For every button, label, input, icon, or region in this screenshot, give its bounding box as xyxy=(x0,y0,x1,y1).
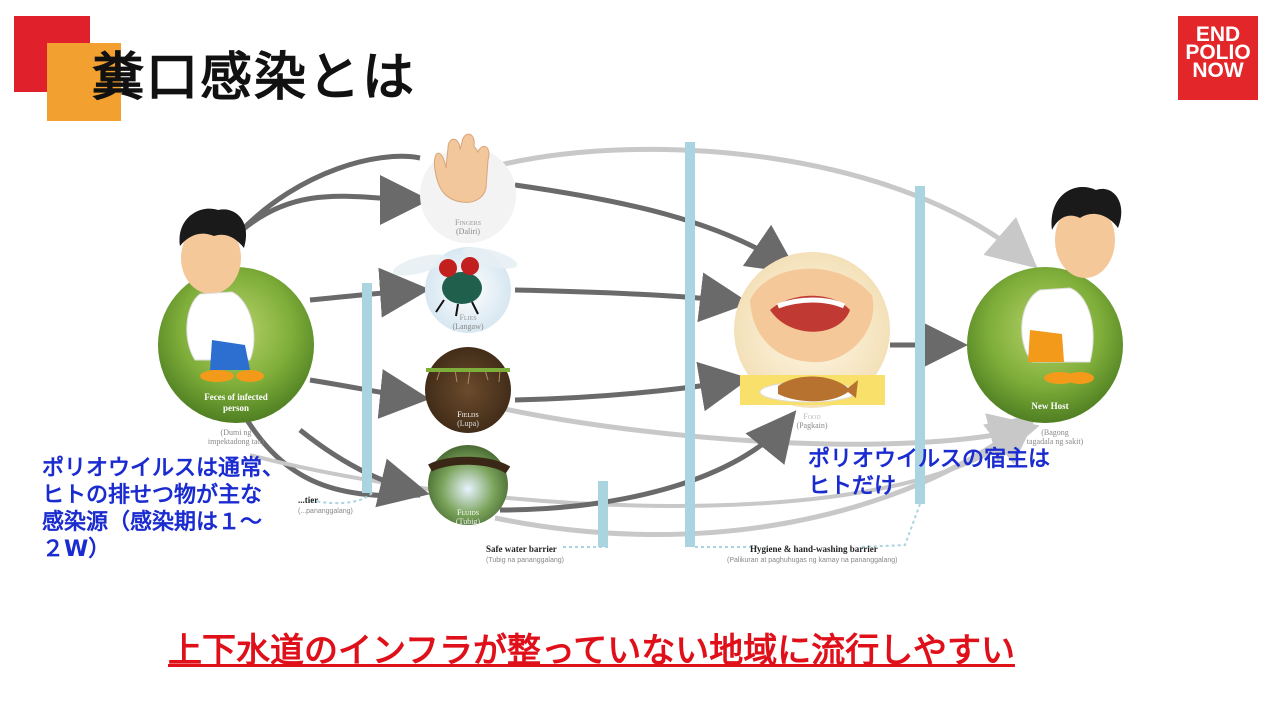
callout-right-line-1: ポリオウイルスの宿主は xyxy=(808,447,1051,472)
title-accent-orange xyxy=(47,43,121,121)
callout-left-line-1: ポリオウイルスは通常、 xyxy=(42,456,285,481)
boy-illustration-right xyxy=(1021,187,1122,384)
mouth-illustration xyxy=(750,268,874,363)
safe-water-barrier-label: Safe water barrier xyxy=(486,544,557,554)
barrier-safe-water-bar xyxy=(598,481,608,547)
barrier-hygiene-bar-2 xyxy=(915,186,925,504)
arrow-fields-to-food xyxy=(514,361,750,412)
callout-left-line-4: ２W） xyxy=(42,537,111,562)
barrier-hygiene-leader-2 xyxy=(859,503,921,548)
fluids-node xyxy=(428,445,511,525)
arc-top-left xyxy=(238,153,421,234)
barrier-sanitation-bar xyxy=(362,283,372,493)
arrow-fluids-to-host xyxy=(494,413,1038,537)
arrow-source-to-fields xyxy=(309,369,430,419)
fly-icon xyxy=(392,247,518,317)
barrier-hygiene-bar-1 xyxy=(685,142,695,547)
callout-left-line-2: ヒトの排せつ物が主な xyxy=(42,483,263,508)
fingers-sub-label: (Daliri) xyxy=(456,227,480,236)
fish-icon xyxy=(778,376,858,402)
source-label-line-2: person xyxy=(222,403,249,413)
boy-illustration-left xyxy=(179,208,264,382)
callout-left-line-3: 感染源（感染期は１～ xyxy=(42,510,263,535)
hygiene-barrier-sub: (Palikuran at paghuhugas ng kamay na pan… xyxy=(727,557,898,564)
food-label: Food xyxy=(803,412,821,421)
source-node xyxy=(158,208,314,423)
flies-label: Flies xyxy=(459,313,477,322)
host-sub-line-2: tagadala ng sakit) xyxy=(1026,437,1084,446)
logo-line-2: POLIO xyxy=(1185,41,1251,64)
arrow-fields-to-host xyxy=(499,405,1040,462)
callout-right-line-2: ヒトだけ xyxy=(808,474,897,499)
host-node xyxy=(967,187,1123,423)
arrow-source-to-flies xyxy=(309,267,430,318)
fluids-sub-label: (Tubig) xyxy=(455,517,481,526)
host-label: New Host xyxy=(1031,401,1069,411)
source-sub-line-2: impektadong tao) xyxy=(207,437,265,446)
food-arrows xyxy=(499,182,968,513)
source-label: Feces of infected person xyxy=(186,392,286,414)
callout-right: ポリオウイルスの宿主は ヒトだけ xyxy=(808,446,1128,500)
arrow-fingers-to-host xyxy=(499,146,1038,269)
source-label-line-1: Feces of infected xyxy=(204,392,268,402)
source-sub-line-1: (Dumi ng xyxy=(220,428,252,437)
fingers-label: Fingers xyxy=(454,218,482,227)
hygiene-barrier-label: Hygiene & hand-washing barrier xyxy=(750,544,878,554)
hand-icon xyxy=(433,133,490,203)
footer-note: 上下水道のインフラが整っていない地域に流行しやすい xyxy=(168,631,1015,671)
host-sub-line-1: (Bagong xyxy=(1041,428,1069,437)
arrow-fluids-to-food xyxy=(499,410,797,513)
logo-line-3: NOW xyxy=(1192,59,1244,82)
host-sub-label: (Bagong tagadala ng sakit) xyxy=(1010,428,1100,446)
food-node xyxy=(734,252,890,408)
end-polio-now-logo: END POLIO NOW xyxy=(1178,16,1258,100)
logo-line-1: END xyxy=(1195,23,1241,46)
fluids-label: Fluids xyxy=(456,508,480,517)
arrow-fingers-to-food xyxy=(514,182,799,274)
arrow-source-to-fingers xyxy=(238,174,430,234)
flies-sub-label: (Langaw) xyxy=(452,322,484,331)
arrow-flies-to-food xyxy=(514,272,750,323)
pit-rim xyxy=(428,456,511,474)
source-sub-label: (Dumi ng impektadong tao) xyxy=(186,428,286,446)
sanitation-barrier-sub: (...panangga­lang) xyxy=(298,508,353,515)
callout-left: ポリオウイルスは通常、 ヒトの排せつ物が主な 感染源（感染期は１～ ２W） xyxy=(42,455,372,563)
sanitation-barrier-label: ...tier xyxy=(298,495,319,505)
fields-sub-label: (Lupa) xyxy=(457,419,479,428)
fingers-node xyxy=(420,133,516,243)
barriers xyxy=(309,142,925,548)
page-title: 糞口感染とは xyxy=(92,48,417,108)
barrier-sanitation-leader xyxy=(309,492,373,505)
fields-node xyxy=(425,347,511,433)
flies-node xyxy=(392,247,518,333)
safe-water-barrier-sub: (Tubig na panangga­lang) xyxy=(486,557,564,564)
fields-label: Fields xyxy=(457,410,479,419)
food-sub-label: (Pagkain) xyxy=(796,421,828,430)
